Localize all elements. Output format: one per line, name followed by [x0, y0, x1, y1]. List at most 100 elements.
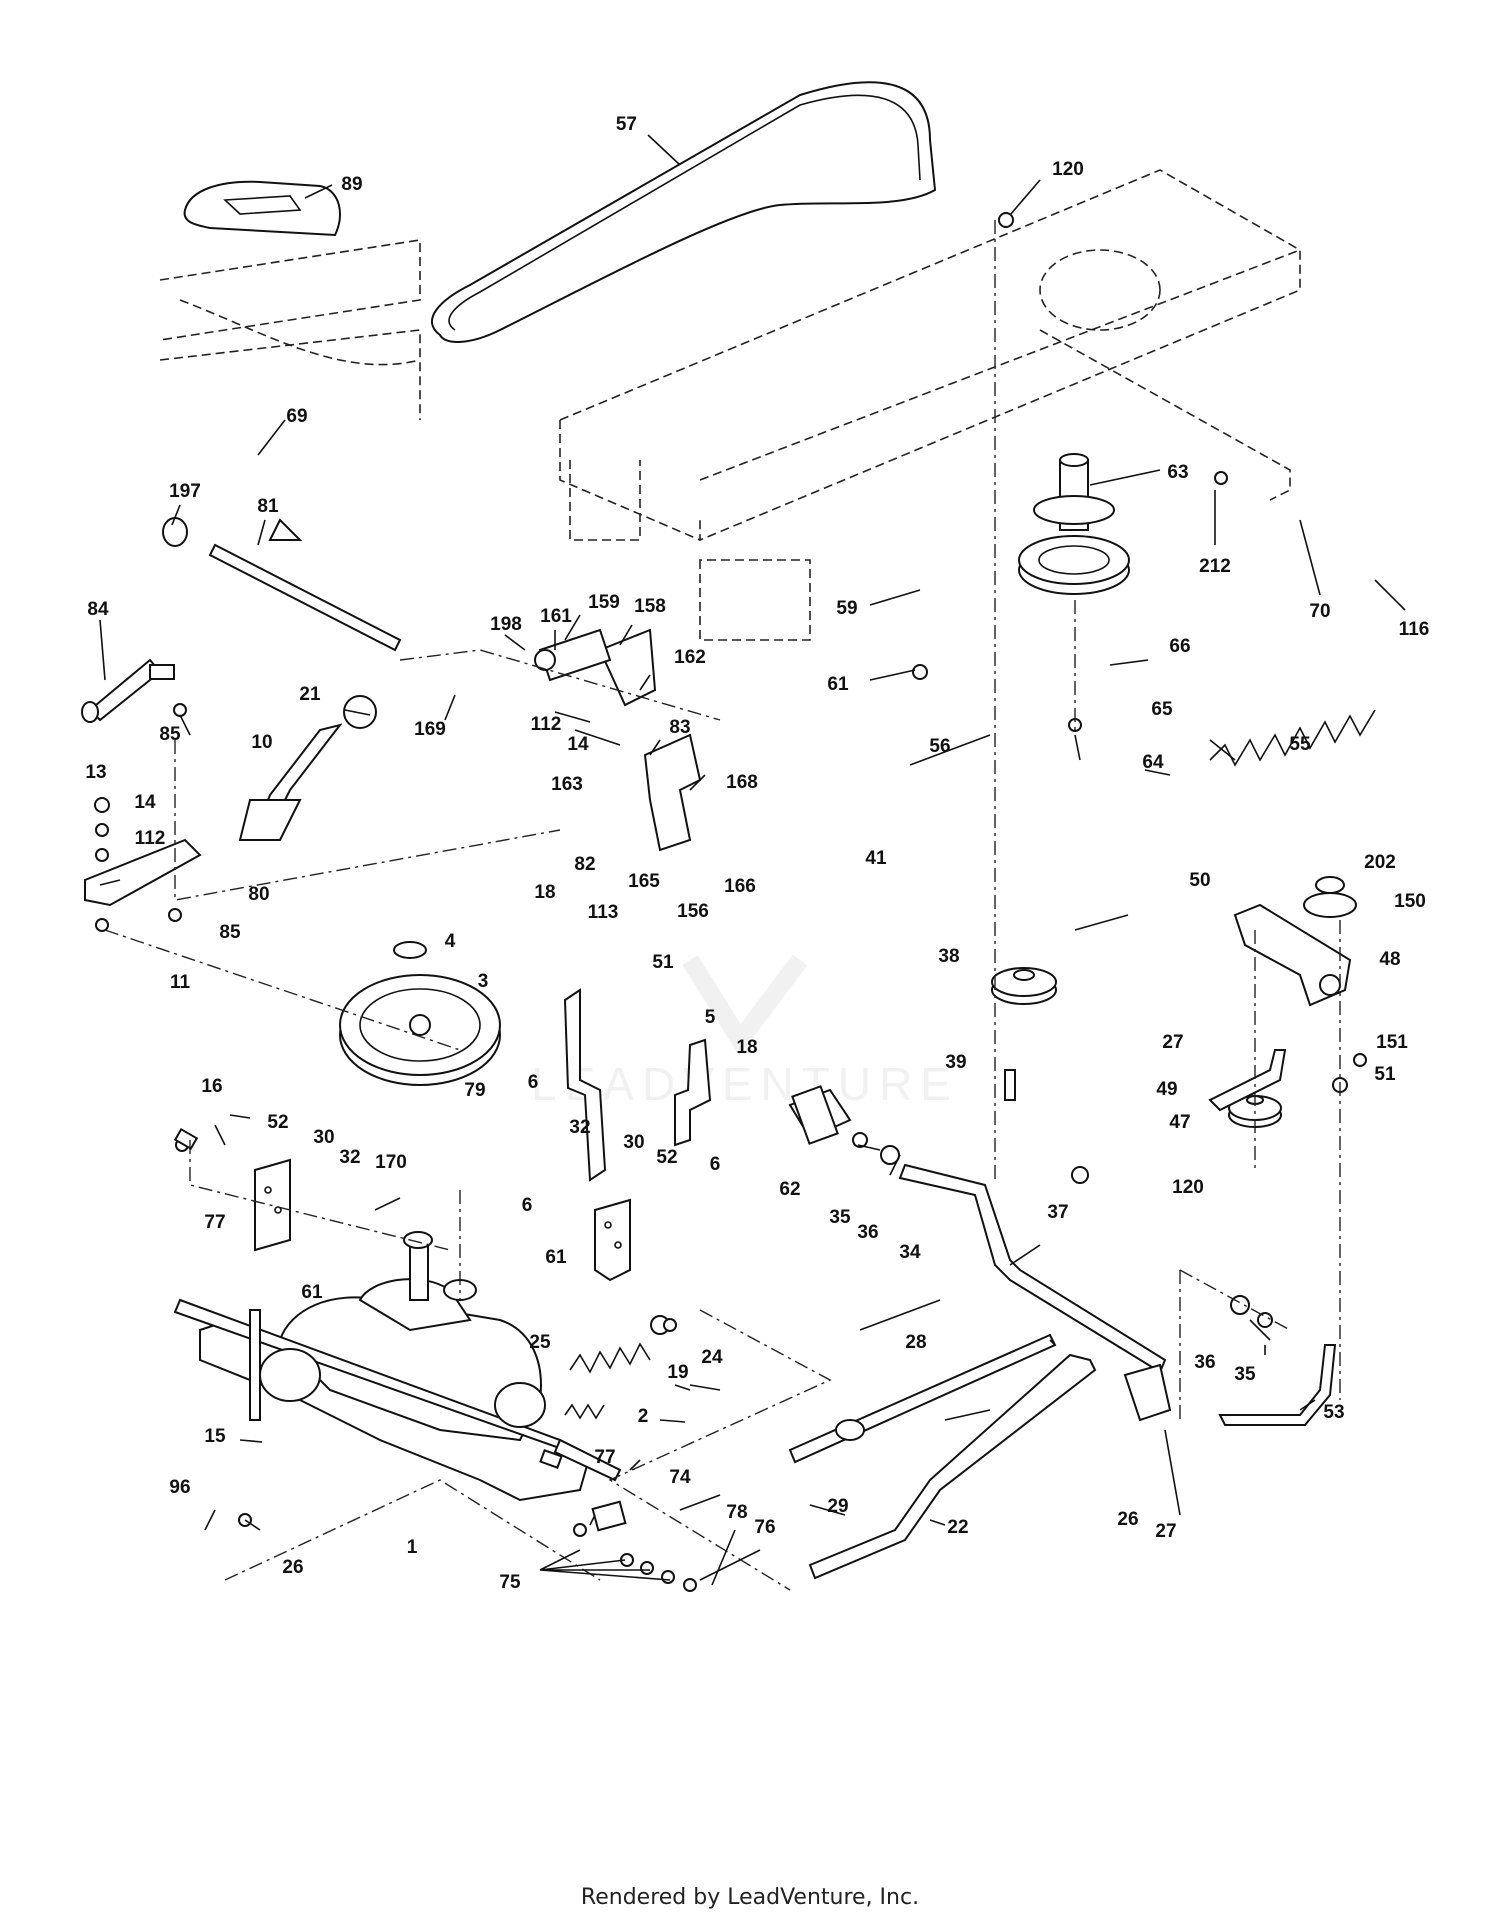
callout-85b: 85	[219, 922, 241, 943]
callout-62: 62	[779, 1179, 800, 1200]
callout-63: 63	[1167, 462, 1188, 483]
callout-4: 4	[445, 931, 456, 952]
callout-70: 70	[1309, 601, 1330, 622]
callout-19: 19	[667, 1362, 688, 1383]
callout-113: 113	[588, 902, 619, 923]
callout-1: 1	[407, 1537, 418, 1558]
callout-13: 13	[85, 762, 106, 783]
frame-chassis	[159, 169, 1301, 641]
callout-163: 163	[551, 774, 583, 795]
callout-156: 156	[677, 901, 709, 922]
callout-168: 168	[726, 772, 758, 793]
callout-21: 21	[299, 684, 321, 705]
callout-37: 37	[1047, 1202, 1068, 1223]
callout-52a: 52	[267, 1112, 288, 1133]
pedal-shaft	[788, 1088, 1167, 1374]
callout-79: 79	[464, 1080, 485, 1101]
callout-64: 64	[1142, 752, 1164, 773]
callout-2: 2	[638, 1406, 649, 1427]
callout-36b: 36	[1194, 1352, 1215, 1373]
footer-credit: Rendered by LeadVenture, Inc.	[580, 1885, 920, 1910]
callout-labels: 57 120 89 69 197 81 63 212 70 116 59 84 …	[85, 114, 1429, 1593]
callout-161: 161	[540, 606, 572, 627]
callout-166: 166	[724, 876, 756, 897]
drive-belt	[430, 81, 937, 343]
rod-53	[1218, 1344, 1337, 1426]
bracket-49	[1208, 1049, 1287, 1112]
fasteners	[94, 212, 1367, 1592]
bracket-26	[1123, 1363, 1172, 1422]
rod-28	[788, 1333, 1057, 1464]
callout-3: 3	[478, 971, 489, 992]
rod-22	[808, 1353, 1097, 1580]
callout-39: 39	[945, 1052, 966, 1073]
callout-112a: 112	[531, 714, 562, 735]
callout-27a: 27	[1162, 1032, 1183, 1053]
callout-151: 151	[1376, 1032, 1408, 1053]
callout-26a: 26	[1117, 1509, 1138, 1530]
shift-lever	[238, 695, 377, 841]
callout-112b: 112	[135, 828, 166, 849]
callout-120b: 120	[1172, 1177, 1204, 1198]
callout-47: 47	[1169, 1112, 1190, 1133]
alignment-lines	[104, 220, 1341, 1591]
callout-53: 53	[1323, 1402, 1344, 1423]
engine-pulley	[1018, 453, 1130, 595]
callout-30a: 30	[313, 1127, 334, 1148]
brake-bracket	[84, 838, 202, 907]
idler-arm-48	[1233, 903, 1352, 1007]
spring-25	[569, 1342, 651, 1374]
callout-69: 69	[286, 406, 307, 427]
callout-61c: 61	[301, 1282, 323, 1303]
callout-49: 49	[1156, 1079, 1177, 1100]
fender-cap	[183, 180, 341, 237]
callout-76: 76	[754, 1517, 775, 1538]
callout-75: 75	[499, 1572, 521, 1593]
callout-30b: 30	[623, 1132, 644, 1153]
callout-169: 169	[414, 719, 446, 740]
callout-162: 162	[674, 647, 706, 668]
callout-34: 34	[899, 1242, 921, 1263]
callout-35b: 35	[1234, 1364, 1256, 1385]
callout-116: 116	[1399, 619, 1430, 640]
callout-56: 56	[929, 736, 950, 757]
callout-6b: 6	[522, 1195, 533, 1216]
callout-198: 198	[490, 614, 522, 635]
callout-78: 78	[726, 1502, 747, 1523]
bracket-5	[674, 1038, 712, 1147]
callout-55: 55	[1289, 734, 1311, 755]
callout-16: 16	[201, 1076, 222, 1097]
callout-36a: 36	[857, 1222, 878, 1243]
callout-25: 25	[529, 1332, 551, 1353]
callout-89: 89	[341, 174, 362, 195]
callout-15: 15	[204, 1426, 226, 1447]
callout-51b: 51	[1374, 1064, 1396, 1085]
bracket-113	[563, 988, 607, 1182]
callout-59: 59	[836, 598, 857, 619]
callout-41: 41	[865, 848, 887, 869]
callout-6a: 6	[528, 1072, 539, 1093]
mount-bracket-right	[594, 1198, 631, 1282]
callout-212: 212	[1199, 556, 1231, 577]
callout-18b: 18	[736, 1037, 757, 1058]
callout-11: 11	[170, 972, 191, 993]
callout-28: 28	[905, 1332, 926, 1353]
callout-26b: 26	[282, 1557, 303, 1578]
callout-57: 57	[616, 114, 637, 135]
callout-5: 5	[705, 1007, 716, 1028]
callout-61: 61	[827, 674, 849, 695]
callout-52b: 52	[656, 1147, 677, 1168]
callout-29: 29	[827, 1496, 848, 1517]
callout-150: 150	[1394, 891, 1426, 912]
callout-24: 24	[701, 1347, 723, 1368]
callout-32b: 32	[569, 1117, 590, 1138]
callout-18a: 18	[534, 882, 555, 903]
callout-85a: 85	[159, 724, 181, 745]
lift-shaft	[81, 517, 402, 723]
callout-197: 197	[169, 481, 201, 502]
callout-96: 96	[169, 1477, 190, 1498]
idler-bracket	[534, 628, 702, 852]
callout-48: 48	[1379, 949, 1400, 970]
callout-6c: 6	[710, 1154, 721, 1175]
callout-83: 83	[669, 717, 690, 738]
